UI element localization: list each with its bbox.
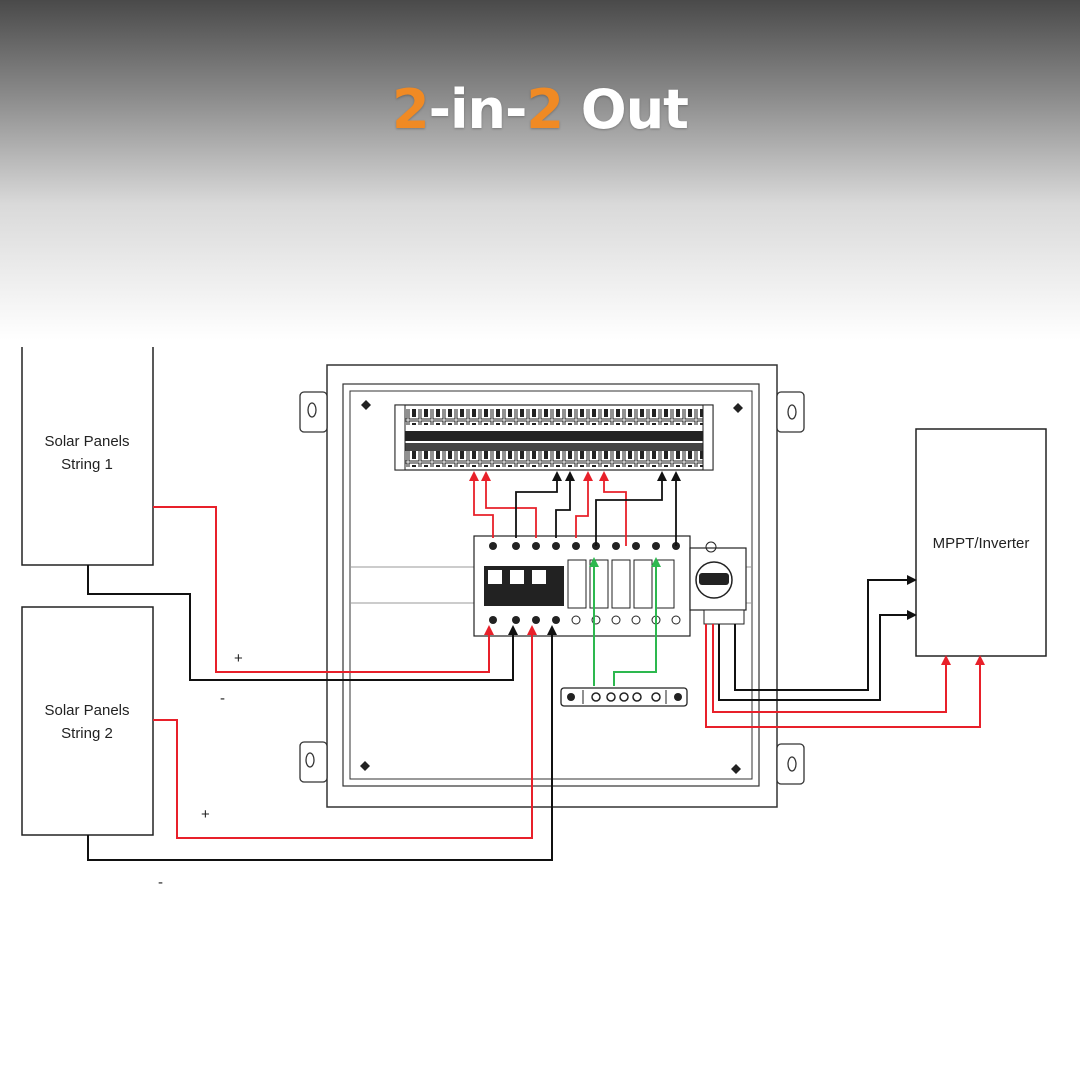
string1-label-line2: String 1 (61, 456, 113, 473)
string1-negative-wire (87, 565, 518, 681)
string2-negative-wire (87, 625, 557, 861)
output-positive-wire-2 (705, 624, 985, 728)
title-digit-1: 2 (392, 78, 430, 141)
output-positive-wire-1 (712, 624, 951, 713)
string1-label-line1: Solar Panels (44, 433, 129, 450)
title-text-in: -in- (428, 78, 528, 141)
isolator-switch (689, 541, 747, 625)
ground-wire-2 (613, 557, 661, 686)
string1-plus-sign: + (234, 650, 243, 667)
title-digit-2: 2 (526, 78, 564, 141)
ground-busbar (560, 687, 688, 707)
string2-label-line2: String 2 (61, 725, 113, 742)
string2-minus-sign: - (158, 874, 163, 891)
string2-label-line1: Solar Panels (44, 702, 129, 719)
title-text-out: Out (562, 78, 689, 141)
solar-string-2-box (21, 606, 154, 836)
internal-wiring (469, 471, 681, 546)
string1-minus-sign: - (220, 690, 225, 707)
string2-positive-wire (153, 625, 537, 839)
string1-positive-wire (153, 506, 494, 673)
page-title: 2-in-2 Out (0, 78, 1080, 141)
inverter-label: MPPT/Inverter (933, 535, 1030, 552)
breaker-fuse-row (473, 535, 691, 637)
output-negative-wire-2 (718, 610, 917, 701)
terminal-block-strip (394, 404, 714, 471)
string2-plus-sign: + (201, 806, 210, 823)
header-gradient-band (0, 0, 1080, 340)
output-negative-wire-1 (734, 575, 917, 691)
